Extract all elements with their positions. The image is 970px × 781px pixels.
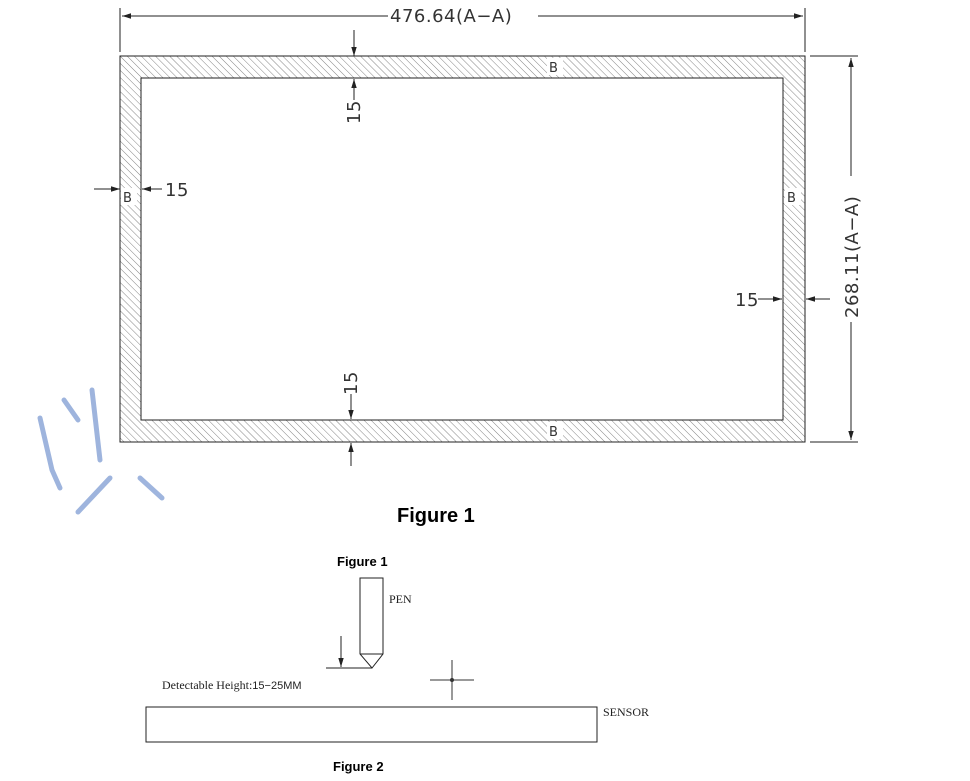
watermark	[37, 387, 165, 515]
inner-area	[140, 77, 784, 421]
detectable-height-value: 15−25MM	[252, 680, 301, 692]
section-label-bottom: B	[549, 425, 558, 440]
height-label: 268.11(A−A)	[842, 196, 863, 318]
sensor-shape	[145, 706, 598, 743]
pen-shape	[359, 577, 384, 669]
figure2-caption: Figure 2	[333, 759, 384, 774]
bottom-border-dimension: 15	[341, 371, 362, 466]
right-border-dimension: 15	[735, 290, 830, 311]
height-dimension: 268.11(A−A)	[810, 55, 863, 443]
crosshair-icon	[430, 660, 474, 700]
top-border-dimension: 15	[344, 30, 365, 124]
section-label-left: B	[123, 191, 132, 206]
detectable-height-prefix: Detectable Height:	[162, 678, 252, 692]
left-border-dimension: 15	[94, 180, 189, 201]
bottom-border-label: 15	[341, 371, 362, 395]
detectable-height-label: Detectable Height:15−25MM	[162, 678, 302, 692]
width-label: 476.64(A−A)	[390, 6, 512, 27]
frame-drawing: B B B B 476.64(A−A) 268.11(A−A) 15	[94, 6, 863, 466]
pen-sensor-drawing: Figure 1 PEN Detectable Height:15−25MM S…	[145, 554, 649, 774]
figure1-caption: Figure 1	[397, 505, 475, 527]
pen-label: PEN	[389, 592, 412, 606]
figure2-subtitle: Figure 1	[337, 554, 388, 569]
section-label-top: B	[549, 61, 558, 76]
sensor-label: SENSOR	[603, 705, 649, 719]
right-border-label: 15	[735, 290, 759, 311]
width-dimension: 476.64(A−A)	[119, 6, 806, 52]
left-border-label: 15	[165, 180, 189, 201]
section-label-right: B	[787, 191, 796, 206]
top-border-label: 15	[344, 100, 365, 124]
